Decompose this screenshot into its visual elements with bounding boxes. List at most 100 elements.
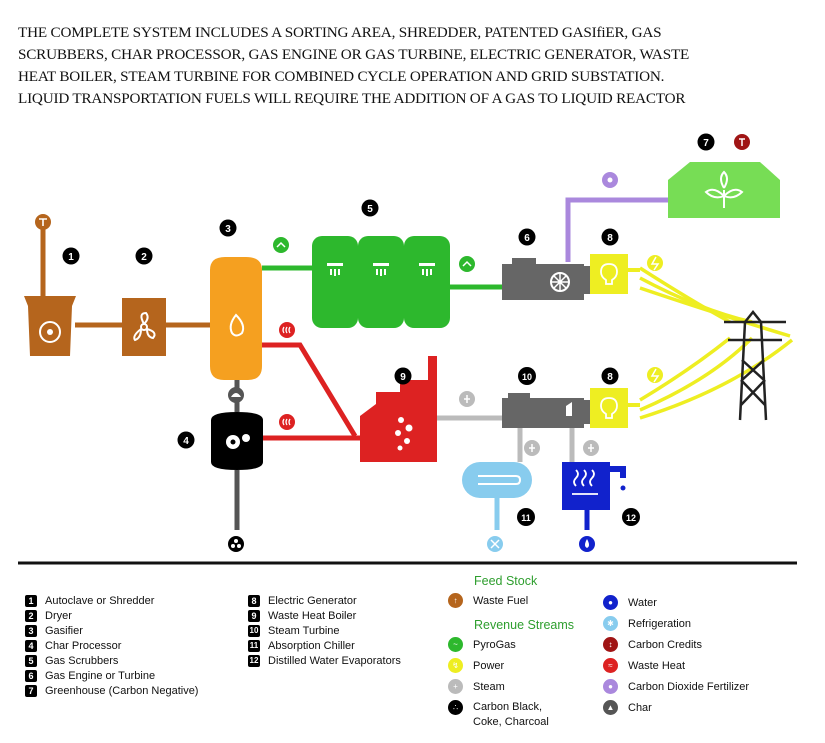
legend-item: 6 Gas Engine or Turbine	[25, 670, 155, 682]
legend-label: Char	[628, 701, 652, 714]
legend-label: Waste Fuel	[473, 594, 529, 607]
legend-item: 2 Dryer	[25, 610, 72, 622]
waste-heat-icon	[279, 414, 295, 430]
absorption-chiller	[462, 462, 532, 498]
water-icon	[579, 536, 595, 552]
badge-9: 9	[400, 372, 406, 383]
fan-icon	[133, 311, 156, 342]
legend-item: 8 Electric Generator	[248, 595, 357, 607]
co2-fertilizer-icon	[602, 172, 618, 188]
pyrogas-icon	[459, 256, 475, 272]
legend-label: Dryer	[45, 610, 72, 622]
carbon-black-icon: ∴	[448, 700, 463, 715]
legend-label: Gas Engine or Turbine	[45, 670, 156, 682]
legend-label: Absorption Chiller	[268, 640, 355, 652]
legend-stream: ▲ Char	[603, 700, 652, 715]
revenue-streams-heading: Revenue Streams	[474, 618, 575, 632]
badge-5: 5	[367, 204, 373, 215]
legend-stream: +Steam	[448, 679, 505, 694]
legend-label: Gasifier	[45, 625, 83, 637]
legend-label: Water	[628, 596, 657, 609]
legend-num: 12	[248, 655, 260, 667]
legend-label: Carbon Black,Coke, Charcoal	[473, 700, 549, 730]
co2-pipe	[565, 197, 668, 262]
electric-generator-top	[590, 254, 628, 294]
waste-heat-boiler	[360, 356, 437, 462]
electric-generator-bottom	[590, 388, 628, 428]
badge-11: 11	[521, 513, 531, 523]
char-icon	[228, 387, 244, 403]
badge-8-top: 8	[607, 233, 613, 244]
carbon-credits-icon	[734, 134, 750, 150]
pyrogas-icon	[273, 237, 289, 253]
carbon-black-icon	[228, 536, 244, 552]
coil-icon	[478, 475, 522, 485]
waste-fuel-icon: ↑	[448, 593, 463, 608]
greenhouse	[668, 162, 780, 218]
legend-stream: ∴ Carbon Black,Coke, Charcoal	[448, 700, 549, 730]
power-line-a1	[639, 266, 731, 324]
legend-label: Char Processor	[45, 640, 122, 652]
legend-stream: ●Carbon Dioxide Fertilizer	[603, 679, 749, 694]
pyrogas-icon: ~	[448, 637, 463, 652]
legend-label: Distilled Water Evaporators	[268, 655, 401, 667]
legend-label-line1: Carbon Black,	[473, 701, 543, 713]
badge-1: 1	[68, 252, 74, 263]
legend-label: Electric Generator	[268, 595, 357, 607]
waste-fuel-icon	[35, 214, 51, 230]
legend-num: 4	[25, 640, 37, 652]
description-text: THE COMPLETE SYSTEM INCLUDES A SORTING A…	[18, 22, 808, 110]
legend-num: 2	[25, 610, 37, 622]
legend-num: 6	[25, 670, 37, 682]
badge-4: 4	[183, 436, 189, 447]
gas-engine	[502, 258, 592, 300]
legend-item: 7 Greenhouse (Carbon Negative)	[25, 685, 198, 697]
evaporation-icon	[572, 469, 598, 495]
description-line: SCRUBBERS, CHAR PROCESSOR, GAS ENGINE OR…	[18, 46, 690, 63]
legend-num: 9	[248, 610, 260, 622]
power-icon	[647, 367, 663, 383]
legend-num: 8	[248, 595, 260, 607]
power-icon: ↯	[448, 658, 463, 673]
legend-label: Carbon Dioxide Fertilizer	[628, 680, 750, 693]
flame-icon	[229, 313, 245, 337]
description-line: THE COMPLETE SYSTEM INCLUDES A SORTING A…	[18, 24, 662, 41]
bulb-icon	[600, 397, 618, 419]
legend-label: Carbon Credits	[628, 638, 702, 651]
badge-7: 7	[703, 138, 709, 149]
legend-stream: ✱Refrigeration	[603, 616, 691, 631]
legend-num: 1	[25, 595, 37, 607]
steam-icon	[524, 440, 540, 456]
waste-heat-pipe-1	[262, 342, 358, 438]
badge-2: 2	[141, 252, 147, 263]
plant-icon	[704, 170, 744, 208]
legend-stream: ≈Waste Heat	[603, 658, 685, 673]
steam-icon	[459, 391, 475, 407]
legend-stream: ●Water	[603, 595, 657, 610]
legend-label: Steam	[473, 680, 505, 693]
power-line-b1	[639, 336, 732, 402]
power-icon	[647, 255, 663, 271]
legend-item: 9 Waste Heat Boiler	[248, 610, 356, 622]
gears-icon	[226, 434, 250, 449]
description-line: HEAT BOILER, STEAM TURBINE FOR COMBINED …	[18, 68, 665, 85]
legend-item: 12 Distilled Water Evaporators	[248, 655, 401, 667]
legend-label: Greenhouse (Carbon Negative)	[45, 685, 199, 697]
waste-heat-icon	[279, 322, 295, 338]
steam-turbine	[502, 393, 592, 428]
legend-label: Waste Heat Boiler	[268, 610, 357, 622]
legend-label: Waste Heat	[628, 659, 686, 672]
char-icon: ▲	[603, 700, 618, 715]
bulb-icon	[600, 263, 618, 285]
bubbles-icon	[395, 417, 413, 451]
refrigeration-icon: ✱	[603, 616, 618, 631]
gear-icon	[39, 321, 61, 343]
carbon-credits-icon: ↕	[603, 637, 618, 652]
badge-12: 12	[626, 513, 636, 523]
power-line-b2	[639, 336, 754, 412]
legend-num: 7	[25, 685, 37, 697]
